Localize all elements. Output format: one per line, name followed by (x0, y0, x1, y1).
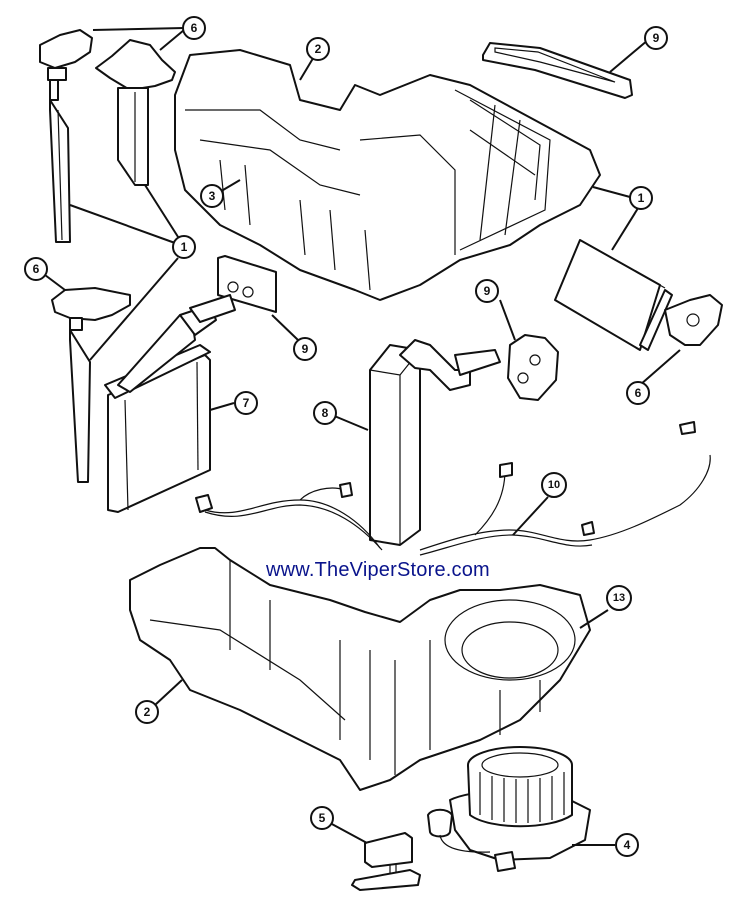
callout-label: 6 (191, 21, 198, 35)
callout-1-right[interactable]: 1 (629, 186, 653, 210)
callout-7[interactable]: 7 (234, 391, 258, 415)
callout-label: 2 (144, 705, 151, 719)
callout-label: 4 (624, 838, 631, 852)
callout-2-lower-housing[interactable]: 2 (135, 700, 159, 724)
blower-motor-resistor (351, 832, 421, 891)
callout-label: 3 (209, 189, 216, 203)
callout-label: 8 (322, 406, 329, 420)
callout-5[interactable]: 5 (310, 806, 334, 830)
recirculation-door (554, 239, 673, 351)
callout-2-upper-housing[interactable]: 2 (306, 37, 330, 61)
callout-9-filter-seal[interactable]: 9 (644, 26, 668, 50)
recirculation-door-actuator (664, 294, 723, 346)
filter-seal (482, 42, 633, 99)
callout-label: 7 (243, 396, 250, 410)
wiring-harness (195, 421, 711, 556)
callout-label: 9 (653, 31, 660, 45)
callout-8[interactable]: 8 (313, 401, 337, 425)
callout-6-right[interactable]: 6 (626, 381, 650, 405)
evaporator (369, 339, 501, 546)
callout-10[interactable]: 10 (541, 472, 567, 498)
callout-label: 6 (635, 386, 642, 400)
callout-label: 13 (613, 592, 625, 604)
callout-label: 2 (315, 42, 322, 56)
callout-label: 5 (319, 811, 326, 825)
mode-door-actuator-upper-right (95, 39, 176, 186)
callout-13[interactable]: 13 (606, 585, 632, 611)
callout-1-left[interactable]: 1 (172, 235, 196, 259)
heater-core-seal (217, 255, 277, 313)
blower-motor (427, 746, 591, 872)
actuator-left (51, 287, 131, 483)
callout-label: 6 (33, 262, 40, 276)
leader-lines (44, 27, 681, 846)
callout-label: 10 (548, 479, 560, 491)
callout-label: 9 (302, 342, 309, 356)
mode-door-actuator-upper-left (39, 29, 93, 243)
callout-9-evaporator-seal[interactable]: 9 (475, 279, 499, 303)
callout-label: 9 (484, 284, 491, 298)
callout-label: 1 (181, 240, 188, 254)
watermark-link[interactable]: www.TheViperStore.com (266, 559, 490, 581)
callout-3[interactable]: 3 (200, 184, 224, 208)
callout-9-heater-core-seal[interactable]: 9 (293, 337, 317, 361)
callout-6-left[interactable]: 6 (24, 257, 48, 281)
callout-6-upper[interactable]: 6 (182, 16, 206, 40)
upper-hvac-housing (174, 49, 601, 301)
callout-label: 1 (638, 191, 645, 205)
callout-4[interactable]: 4 (615, 833, 639, 857)
lower-hvac-housing (129, 547, 591, 791)
heater-core (104, 294, 236, 513)
evaporator-seal (507, 334, 559, 401)
